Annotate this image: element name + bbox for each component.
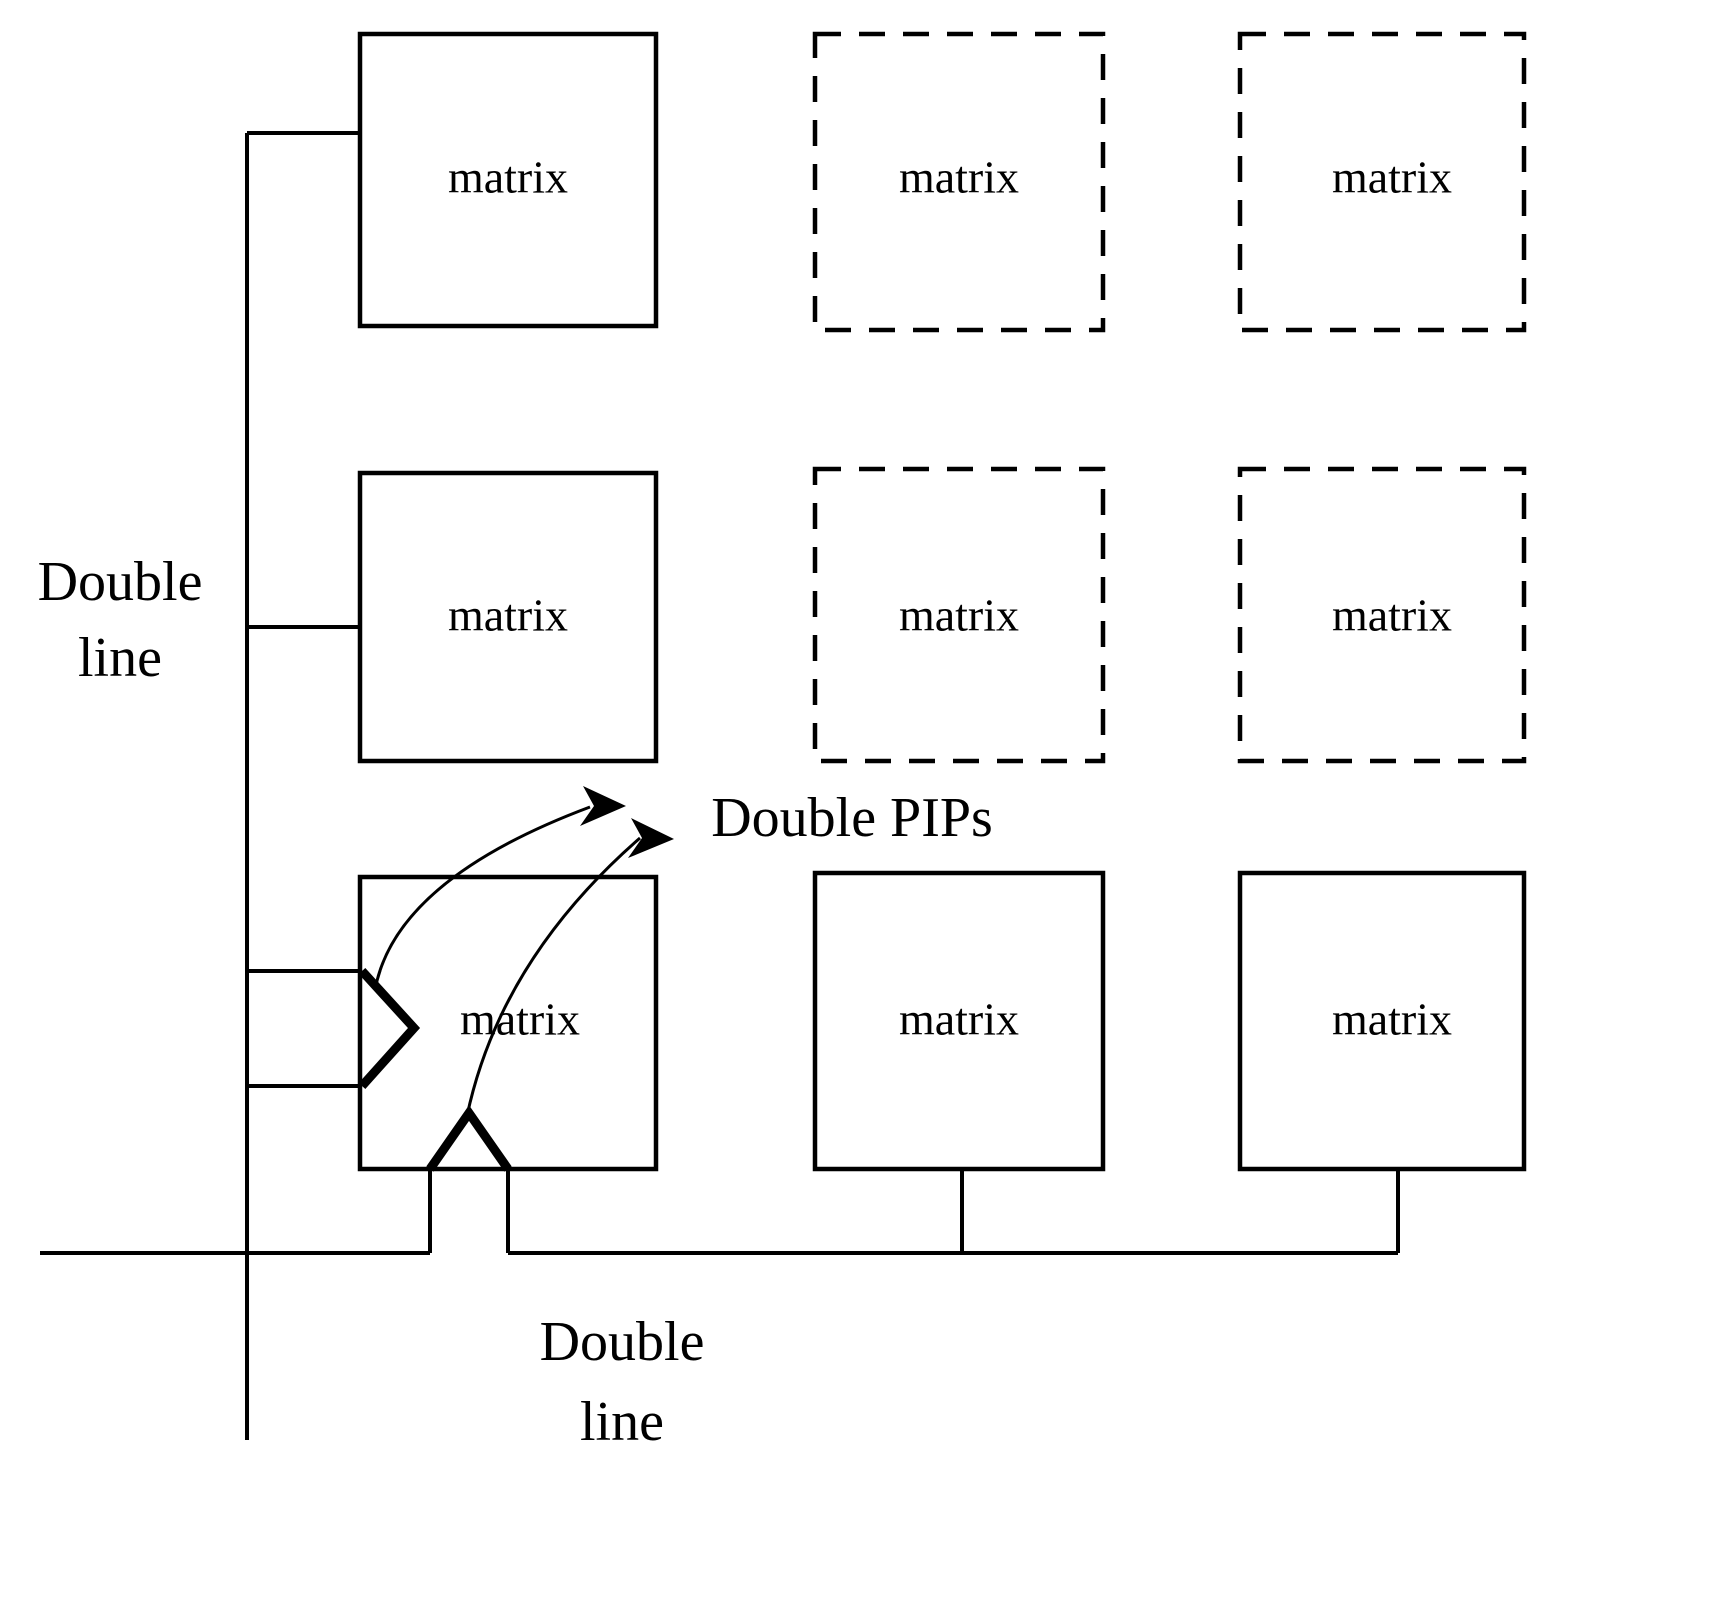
- pip-leader-lower: [465, 836, 641, 1117]
- matrix-box-label: matrix: [899, 994, 1019, 1045]
- double-line-vertical-label-line2: line: [78, 627, 162, 689]
- matrix-box-r1c2[interactable]: matrix: [812, 31, 1106, 333]
- matrix-box-outline: [812, 870, 1106, 1172]
- matrix-box-r3c3[interactable]: matrix: [1237, 870, 1527, 1172]
- matrix-box-label: matrix: [448, 152, 568, 203]
- matrix-box-label: matrix: [448, 590, 568, 641]
- double-pips-callout: Double PIPs: [373, 786, 993, 1117]
- double-line-vertical-label-line1: Double: [38, 551, 203, 613]
- matrix-box-r2c2[interactable]: matrix: [812, 466, 1106, 764]
- matrix-box-outline: [1237, 466, 1527, 764]
- double-pips-label: Double PIPs: [711, 787, 993, 849]
- matrix-box-outline: [1237, 870, 1527, 1172]
- pip-leader-upper: [373, 805, 591, 991]
- matrix-box-label: matrix: [899, 152, 1019, 203]
- matrix-box-label: matrix: [1332, 994, 1452, 1045]
- matrix-box-outline: [357, 31, 659, 329]
- matrix-grid: matrix matrix matrix matrix matrix ma: [357, 31, 1527, 1172]
- pip-bottom-chevron-icon[interactable]: [426, 1105, 512, 1172]
- matrix-box-outline: [1237, 31, 1527, 333]
- matrix-box-label: matrix: [1332, 590, 1452, 641]
- double-line-horizontal-label-line2: line: [580, 1391, 664, 1453]
- double-line-vertical-callout: Double line: [38, 551, 203, 689]
- matrix-box-r1c3[interactable]: matrix: [1237, 31, 1527, 333]
- wire-network: [40, 131, 1400, 1440]
- matrix-box-outline: [812, 31, 1106, 333]
- matrix-box-r1c1[interactable]: matrix: [357, 31, 659, 329]
- pip-leader-lower-arrowhead: [628, 818, 674, 858]
- matrix-box-label: matrix: [460, 994, 580, 1045]
- matrix-box-label: matrix: [1332, 152, 1452, 203]
- matrix-box-outline: [812, 466, 1106, 764]
- matrix-box-r3c1[interactable]: matrix: [357, 874, 659, 1172]
- matrix-box-r2c3[interactable]: matrix: [1237, 466, 1527, 764]
- matrix-box-r3c2[interactable]: matrix: [812, 870, 1106, 1172]
- double-line-horizontal-label-line1: Double: [540, 1311, 705, 1373]
- double-line-horizontal-callout: Double line: [540, 1311, 705, 1453]
- matrix-box-label: matrix: [899, 590, 1019, 641]
- pip-left-chevron-icon[interactable]: [358, 967, 421, 1090]
- pip-leader-upper-arrowhead: [580, 786, 626, 826]
- matrix-box-outline: [357, 470, 659, 764]
- matrix-box-r2c1[interactable]: matrix: [357, 470, 659, 764]
